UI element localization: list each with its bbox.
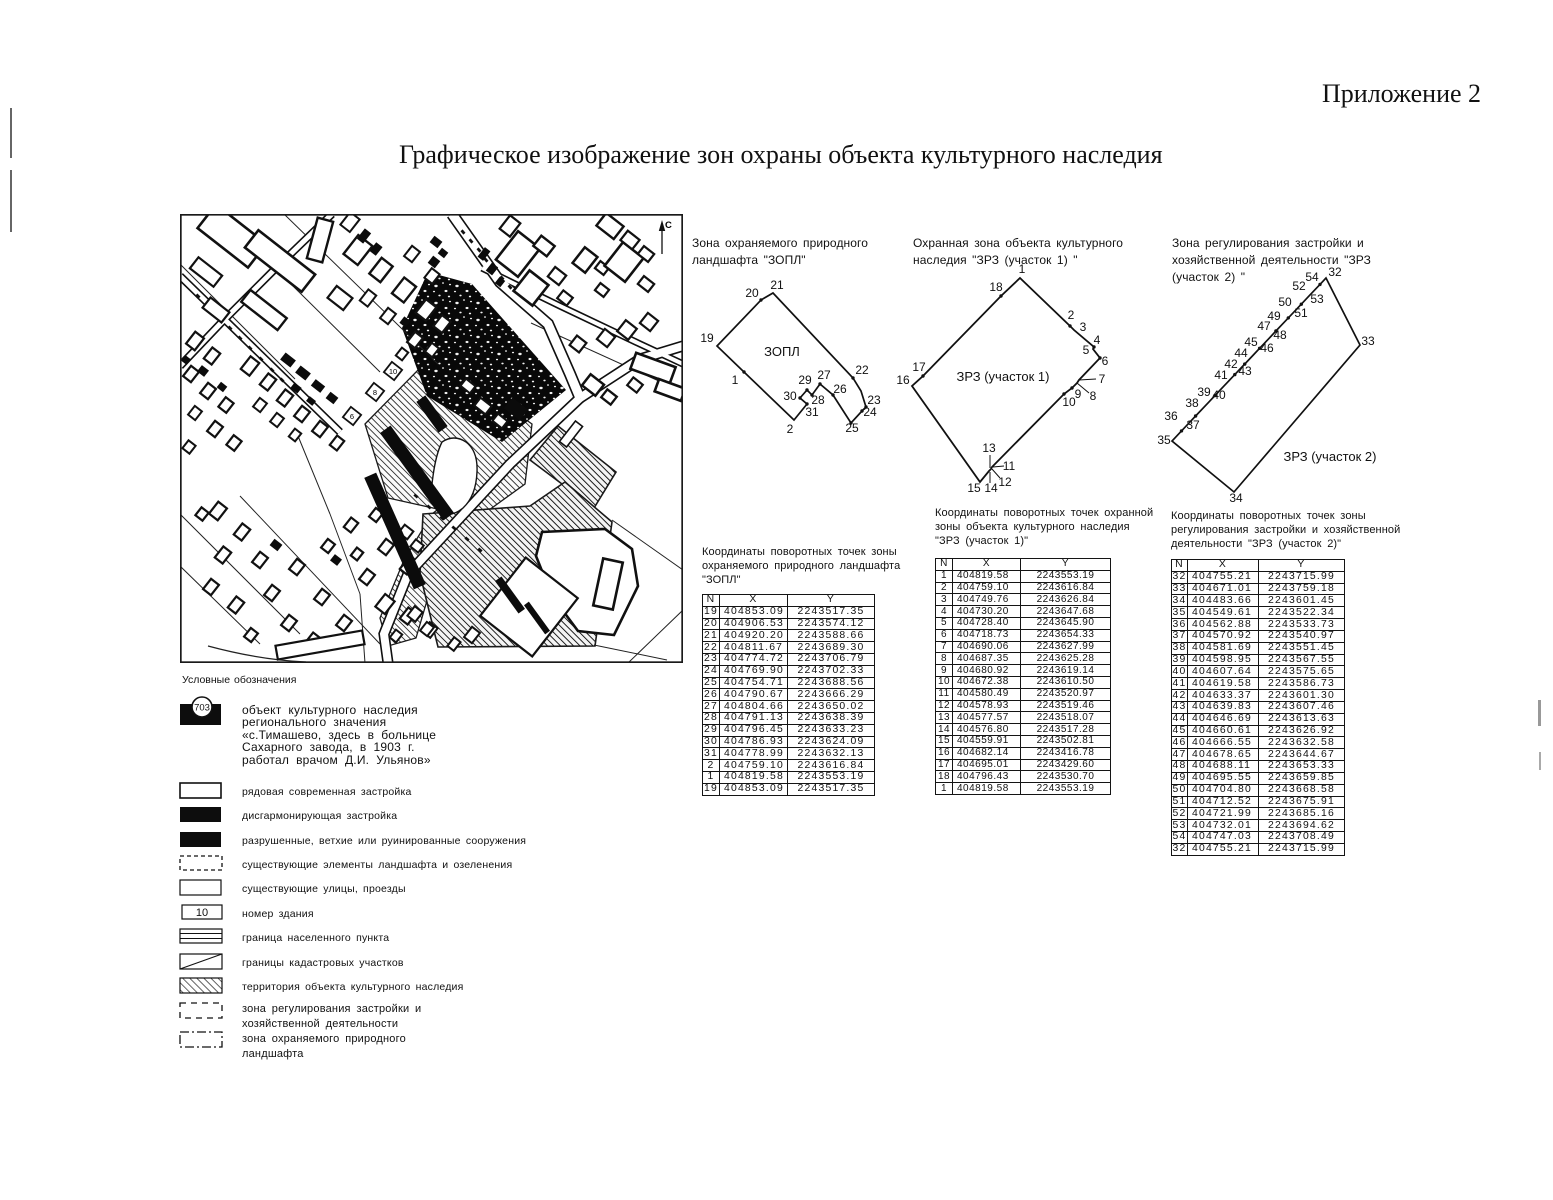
svg-text:40: 40 (1212, 388, 1226, 402)
svg-text:ЗОПЛ: ЗОПЛ (764, 344, 800, 359)
svg-text:41: 41 (1214, 368, 1228, 382)
svg-text:54: 54 (1305, 270, 1319, 284)
svg-text:31: 31 (805, 405, 819, 419)
svg-text:3: 3 (1080, 320, 1087, 334)
svg-text:ЗРЗ (участок 2): ЗРЗ (участок 2) (1284, 449, 1377, 464)
svg-text:4: 4 (1094, 333, 1101, 347)
svg-text:22: 22 (855, 363, 869, 377)
svg-text:7: 7 (1099, 372, 1106, 386)
svg-text:36: 36 (1164, 409, 1178, 423)
svg-text:52: 52 (1292, 279, 1306, 293)
svg-text:13: 13 (982, 441, 996, 455)
svg-text:32: 32 (1328, 265, 1342, 279)
svg-text:33: 33 (1361, 334, 1375, 348)
svg-text:15: 15 (967, 481, 981, 495)
svg-text:38: 38 (1185, 396, 1199, 410)
svg-text:16: 16 (896, 373, 910, 387)
svg-text:20: 20 (745, 286, 759, 300)
svg-text:50: 50 (1278, 295, 1292, 309)
svg-text:10: 10 (1062, 395, 1076, 409)
svg-text:30: 30 (783, 389, 797, 403)
svg-text:34: 34 (1229, 491, 1243, 505)
svg-text:43: 43 (1238, 364, 1252, 378)
svg-text:28: 28 (811, 393, 825, 407)
svg-text:8: 8 (373, 388, 377, 397)
svg-text:27: 27 (817, 368, 831, 382)
svg-text:1: 1 (1019, 262, 1026, 276)
svg-text:21: 21 (770, 278, 784, 292)
svg-text:6: 6 (1102, 354, 1109, 368)
svg-text:ЗРЗ (участок 1): ЗРЗ (участок 1) (957, 369, 1050, 384)
svg-text:10: 10 (389, 367, 397, 376)
svg-text:53: 53 (1310, 292, 1324, 306)
svg-text:1: 1 (732, 373, 739, 387)
svg-text:С: С (665, 220, 672, 231)
svg-text:14: 14 (984, 481, 998, 495)
svg-text:35: 35 (1157, 433, 1171, 447)
svg-text:2: 2 (1068, 308, 1075, 322)
svg-text:25: 25 (845, 421, 859, 435)
svg-text:6: 6 (350, 412, 354, 421)
svg-text:703: 703 (194, 703, 210, 714)
svg-text:9: 9 (1075, 387, 1082, 401)
svg-text:17: 17 (912, 360, 926, 374)
svg-text:26: 26 (833, 382, 847, 396)
svg-text:2: 2 (787, 422, 794, 436)
svg-text:24: 24 (863, 405, 877, 419)
svg-text:23: 23 (867, 393, 881, 407)
svg-text:47: 47 (1257, 319, 1271, 333)
svg-text:44: 44 (1234, 346, 1248, 360)
svg-text:45: 45 (1244, 335, 1258, 349)
svg-text:42: 42 (1224, 357, 1238, 371)
svg-text:49: 49 (1267, 309, 1281, 323)
svg-text:5: 5 (1083, 343, 1090, 357)
svg-text:37: 37 (1186, 418, 1200, 432)
svg-text:19: 19 (700, 331, 714, 345)
svg-text:29: 29 (798, 373, 812, 387)
svg-text:46: 46 (1260, 341, 1274, 355)
svg-text:10: 10 (196, 907, 208, 919)
svg-text:39: 39 (1197, 385, 1211, 399)
svg-text:8: 8 (1090, 389, 1097, 403)
svg-text:48: 48 (1273, 328, 1287, 342)
svg-text:18: 18 (989, 280, 1003, 294)
svg-text:51: 51 (1294, 306, 1308, 320)
svg-text:12: 12 (998, 475, 1012, 489)
svg-text:11: 11 (1003, 459, 1016, 473)
